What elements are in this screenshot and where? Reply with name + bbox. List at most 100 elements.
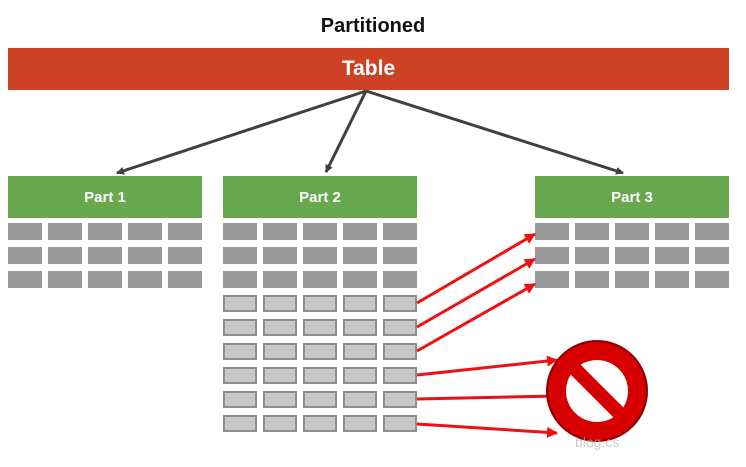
new-row-cell	[263, 295, 297, 312]
part-2-header: Part 2	[223, 176, 417, 218]
row-cell	[575, 223, 609, 240]
row-cell	[383, 271, 417, 288]
row-cell	[655, 223, 689, 240]
part-3-header: Part 3	[535, 176, 729, 218]
arrow-table-to-part-2	[324, 90, 368, 173]
row-cell	[303, 247, 337, 264]
row-cell	[343, 271, 377, 288]
row-cell	[535, 247, 569, 264]
insert-arrow-2	[416, 257, 536, 329]
new-row-cell	[303, 367, 337, 384]
part-3-label: Part 3	[611, 188, 653, 206]
no-entry-sign-icon	[546, 340, 648, 442]
new-row-cell	[343, 415, 377, 432]
insert-arrow-6	[416, 422, 558, 438]
row-cell	[223, 271, 257, 288]
insert-arrow-5	[416, 390, 558, 402]
row-cell	[128, 247, 162, 264]
row-cell	[303, 223, 337, 240]
new-row-cell	[223, 319, 257, 336]
row-cell	[128, 271, 162, 288]
row-cell	[575, 271, 609, 288]
row-cell	[383, 223, 417, 240]
diagram-title: Partitioned	[320, 15, 426, 37]
part-3-rows	[535, 223, 729, 288]
new-row-cell	[303, 415, 337, 432]
new-row-cell	[263, 343, 297, 360]
row-cell	[88, 271, 122, 288]
new-row-cell	[343, 391, 377, 408]
new-row-cell	[343, 367, 377, 384]
new-row-cell	[383, 367, 417, 384]
row-cell	[695, 247, 729, 264]
new-row-cell	[343, 295, 377, 312]
watermark: blog.cs	[575, 434, 620, 450]
part-2-rows	[223, 223, 417, 288]
new-row-cell	[263, 415, 297, 432]
part-2-label: Part 2	[299, 188, 341, 206]
insert-arrow-3	[416, 282, 536, 353]
row-cell	[223, 223, 257, 240]
new-row-cell	[343, 343, 377, 360]
row-cell	[8, 223, 42, 240]
arrow-table-to-part-1	[116, 89, 367, 175]
row-cell	[8, 271, 42, 288]
new-row-cell	[223, 391, 257, 408]
row-cell	[615, 247, 649, 264]
new-row-cell	[383, 295, 417, 312]
row-cell	[535, 223, 569, 240]
table-box: Table	[8, 48, 729, 90]
row-cell	[88, 247, 122, 264]
new-row-cell	[383, 343, 417, 360]
row-cell	[8, 247, 42, 264]
row-cell	[168, 271, 202, 288]
new-row-cell	[263, 319, 297, 336]
insert-arrow-1	[416, 232, 536, 305]
part-1-label: Part 1	[84, 188, 126, 206]
new-row-cell	[383, 391, 417, 408]
row-cell	[48, 271, 82, 288]
row-cell	[48, 223, 82, 240]
new-row-cell	[383, 319, 417, 336]
row-cell	[88, 223, 122, 240]
row-cell	[655, 247, 689, 264]
row-cell	[615, 223, 649, 240]
row-cell	[695, 271, 729, 288]
new-row-cell	[263, 367, 297, 384]
row-cell	[343, 223, 377, 240]
row-cell	[48, 247, 82, 264]
new-row-cell	[303, 343, 337, 360]
row-cell	[168, 223, 202, 240]
row-cell	[535, 271, 569, 288]
row-cell	[263, 271, 297, 288]
part-1-header: Part 1	[8, 176, 202, 218]
row-cell	[655, 271, 689, 288]
table-label: Table	[341, 57, 396, 80]
new-row-cell	[223, 343, 257, 360]
row-cell	[223, 247, 257, 264]
new-row-cell	[223, 367, 257, 384]
part-1-rows	[8, 223, 202, 288]
new-row-cell	[383, 415, 417, 432]
row-cell	[695, 223, 729, 240]
new-row-cell	[303, 295, 337, 312]
new-row-cell	[263, 391, 297, 408]
row-cell	[343, 247, 377, 264]
row-cell	[263, 247, 297, 264]
new-row-cell	[223, 415, 257, 432]
new-row-cell	[223, 295, 257, 312]
part-2-new-rows	[223, 295, 417, 432]
row-cell	[575, 247, 609, 264]
row-cell	[303, 271, 337, 288]
row-cell	[263, 223, 297, 240]
new-row-cell	[303, 319, 337, 336]
arrow-table-to-part-3	[365, 89, 624, 175]
row-cell	[128, 223, 162, 240]
new-row-cell	[303, 391, 337, 408]
insert-arrow-4	[416, 355, 558, 377]
row-cell	[615, 271, 649, 288]
row-cell	[383, 247, 417, 264]
new-row-cell	[343, 319, 377, 336]
